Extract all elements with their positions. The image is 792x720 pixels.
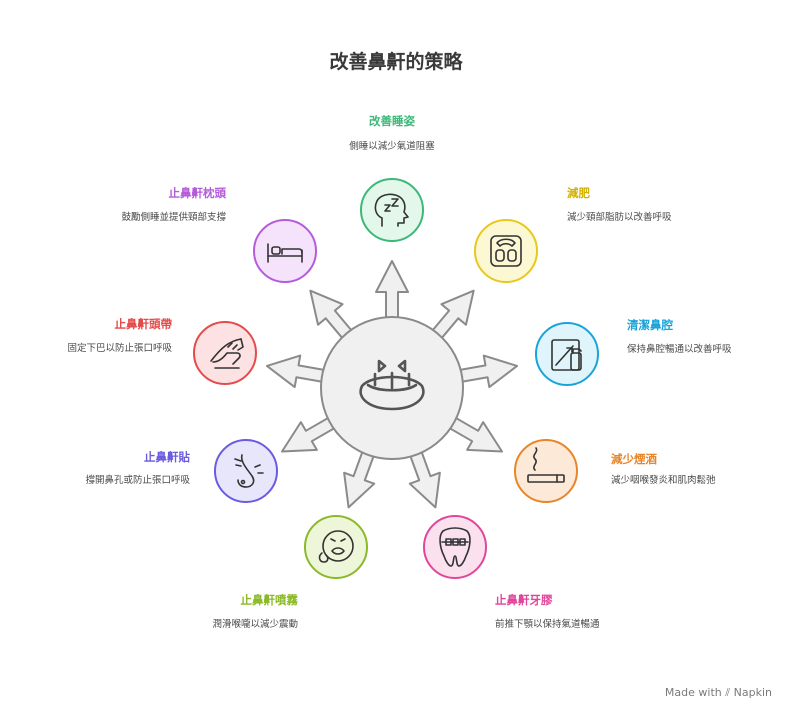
icon-circle-anti-snoring-pillow <box>253 219 317 283</box>
nose-icon <box>234 454 264 488</box>
center-snoring-hub <box>320 316 464 460</box>
desc-nasal-strip: 撐開鼻孔或防止張口呼吸 <box>85 475 190 486</box>
icon-circle-anti-snoring-mouthguard <box>423 515 487 579</box>
desc-chin-strap: 固定下巴以防止張口呼吸 <box>67 343 172 354</box>
label-anti-snoring-spray: 止鼻鼾噴霧 <box>240 593 299 607</box>
label-anti-snoring-pillow: 止鼻鼾枕頭 <box>168 186 227 200</box>
desc-weight-loss: 減少頸部脂肪以改善呼吸 <box>567 212 672 223</box>
label-sleep-position: 改善睡姿 <box>369 114 415 128</box>
label-weight-loss: 減肥 <box>567 186 590 200</box>
icon-circle-sleep-position <box>360 178 424 242</box>
snoring-face-icon <box>359 359 425 411</box>
chin-strap-icon <box>210 338 244 369</box>
cigarette-icon <box>527 447 565 483</box>
desc-anti-snoring-mouthguard: 前推下顎以保持氣道暢通 <box>495 619 600 630</box>
weight-scale-icon <box>490 235 522 267</box>
icon-circle-anti-snoring-spray <box>304 515 368 579</box>
desc-nasal-cleaning: 保持鼻腔暢通以改善呼吸 <box>627 344 732 355</box>
head-zzz-icon <box>374 193 409 227</box>
icon-circle-chin-strap <box>193 321 257 385</box>
nauseated-face-icon <box>318 530 354 563</box>
desc-anti-snoring-pillow: 鼓勵側睡並提供頸部支撐 <box>121 212 226 223</box>
spray-cleaner-icon <box>551 339 582 371</box>
icon-circle-reduce-smoking <box>514 439 578 503</box>
icon-circle-nasal-cleaning <box>535 322 599 386</box>
diagram-title: 改善鼻鼾的策略 <box>329 51 463 73</box>
desc-anti-snoring-spray: 潤滑喉嚨以減少震動 <box>212 619 298 630</box>
label-nasal-cleaning: 清潔鼻腔 <box>627 318 673 332</box>
icon-circle-nasal-strip <box>214 439 278 503</box>
label-reduce-smoking: 減少煙酒 <box>611 452 657 466</box>
napkin-watermark: Made with ⫽ Napkin <box>664 686 772 699</box>
label-nasal-strip: 止鼻鼾貼 <box>144 450 190 464</box>
bed-pillow-icon <box>267 243 303 263</box>
icon-circle-weight-loss <box>474 219 538 283</box>
tooth-braces-icon <box>439 527 471 567</box>
desc-sleep-position: 側睡以減少氣道阻塞 <box>349 141 435 152</box>
desc-reduce-smoking: 減少咽喉發炎和肌肉鬆弛 <box>611 475 716 486</box>
label-chin-strap: 止鼻鼾頭帶 <box>114 317 173 331</box>
label-anti-snoring-mouthguard: 止鼻鼾牙膠 <box>495 593 553 607</box>
